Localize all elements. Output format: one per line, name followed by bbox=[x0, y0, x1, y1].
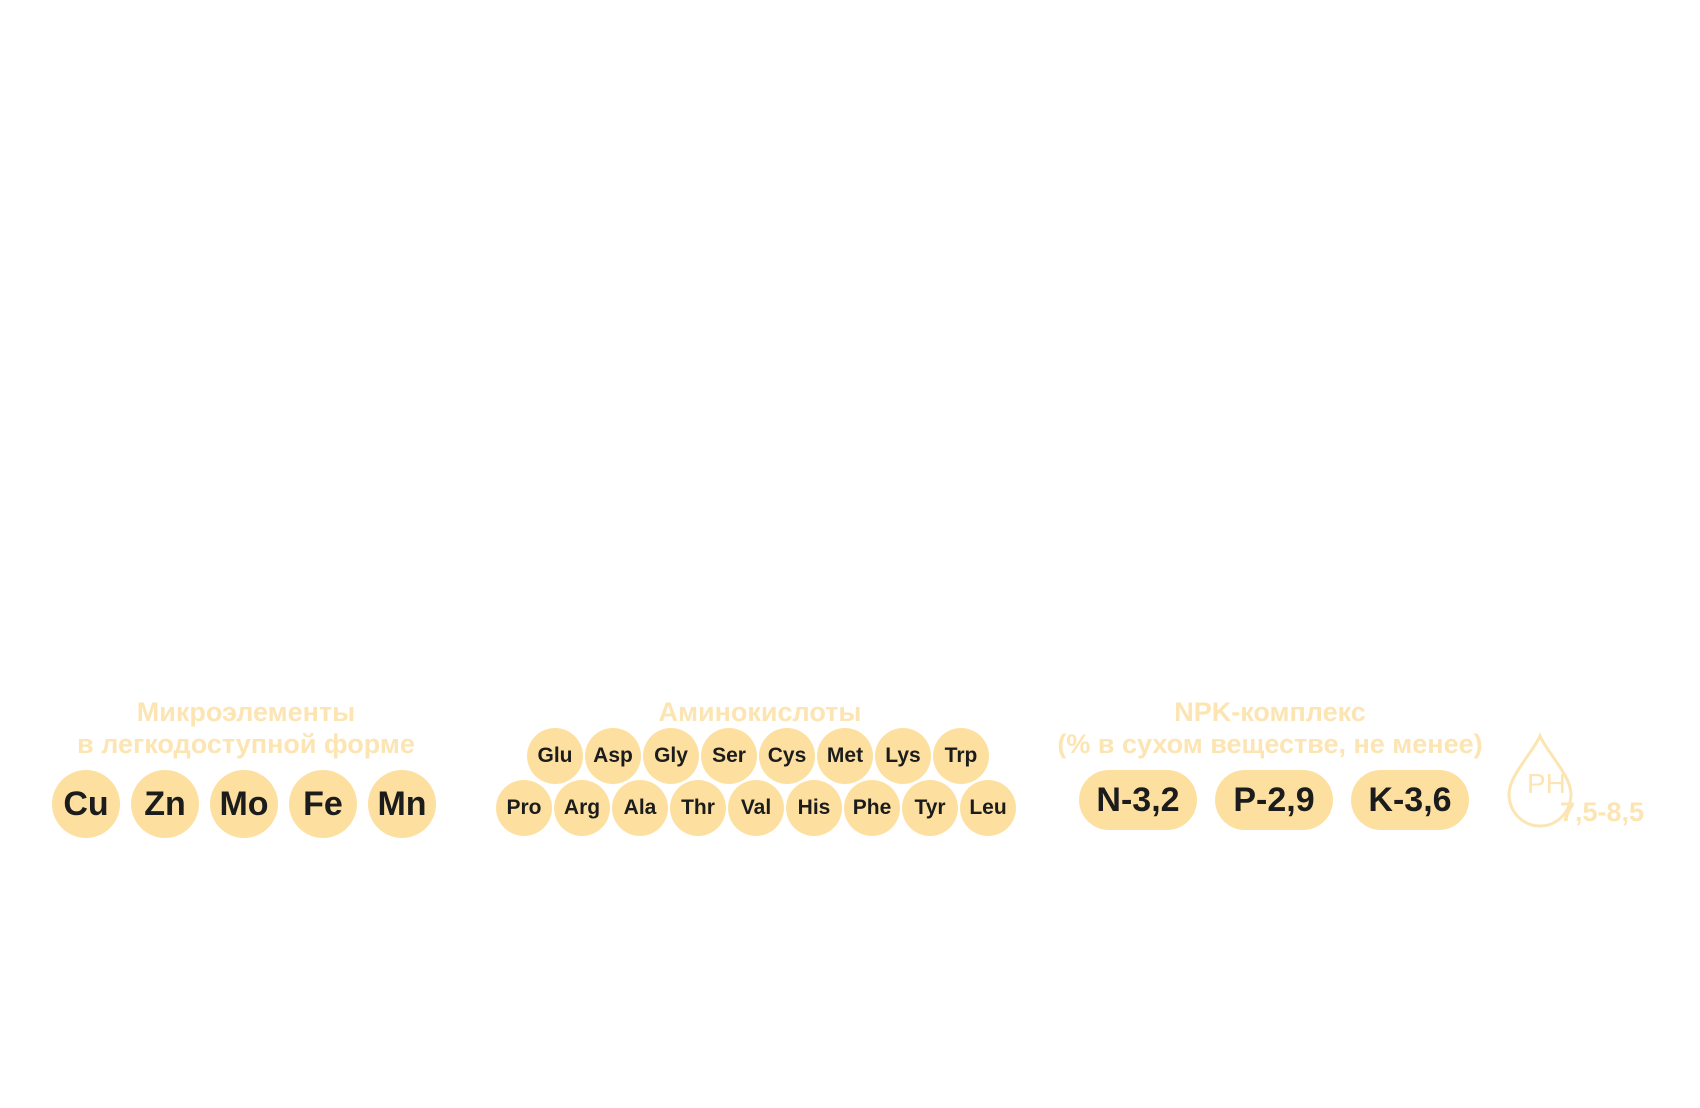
amino-cys: Cys bbox=[759, 728, 815, 784]
amino-row-2: Pro Arg Ala Thr Val His Phe Tyr Leu bbox=[496, 780, 1018, 836]
npk-k: K-3,6 bbox=[1351, 770, 1469, 830]
amino-ser: Ser bbox=[701, 728, 757, 784]
micro-title-line2: в легкодоступной форме bbox=[77, 729, 415, 759]
ph-value: 7,5-8,5 bbox=[1560, 797, 1645, 827]
micro-title-line1: Микроэлементы bbox=[136, 697, 356, 727]
npk-title: NPK-комплекс (% в сухом веществе, не мен… bbox=[1040, 696, 1500, 760]
amino-leu: Leu bbox=[960, 780, 1016, 836]
amino-gly: Gly bbox=[643, 728, 699, 784]
amino-title: Аминокислоты bbox=[658, 697, 862, 727]
amino-asp: Asp bbox=[585, 728, 641, 784]
amino-tyr: Tyr bbox=[902, 780, 958, 836]
amino-val: Val bbox=[728, 780, 784, 836]
amino-his: His bbox=[786, 780, 842, 836]
water-drop-icon bbox=[1507, 732, 1573, 828]
element-fe: Fe bbox=[289, 770, 357, 838]
amino-glu: Glu bbox=[527, 728, 583, 784]
amino-lys: Lys bbox=[875, 728, 931, 784]
amino-pro: Pro bbox=[496, 780, 552, 836]
npk-n: N-3,2 bbox=[1079, 770, 1197, 830]
amino-phe: Phe bbox=[844, 780, 900, 836]
ph-label: PH bbox=[1527, 768, 1566, 799]
amino-ala: Ala bbox=[612, 780, 668, 836]
element-zn: Zn bbox=[131, 770, 199, 838]
element-mn: Mn bbox=[368, 770, 436, 838]
npk-title-line2: (% в сухом веществе, не менее) bbox=[1057, 729, 1483, 759]
amino-row-1: Glu Asp Gly Ser Cys Met Lys Trp bbox=[527, 728, 991, 784]
amino-met: Met bbox=[817, 728, 873, 784]
amino-thr: Thr bbox=[670, 780, 726, 836]
npk-p: P-2,9 bbox=[1215, 770, 1333, 830]
npk-row: N-3,2 P-2,9 K-3,6 bbox=[1079, 770, 1487, 830]
element-cu: Cu bbox=[52, 770, 120, 838]
amino-trp: Trp bbox=[933, 728, 989, 784]
element-mo: Mo bbox=[210, 770, 278, 838]
micro-title: Микроэлементы в легкодоступной форме bbox=[46, 696, 446, 760]
micro-elements-row: Cu Zn Mo Fe Mn bbox=[52, 770, 447, 838]
amino-arg: Arg bbox=[554, 780, 610, 836]
npk-title-line1: NPK-комплекс bbox=[1174, 697, 1366, 727]
